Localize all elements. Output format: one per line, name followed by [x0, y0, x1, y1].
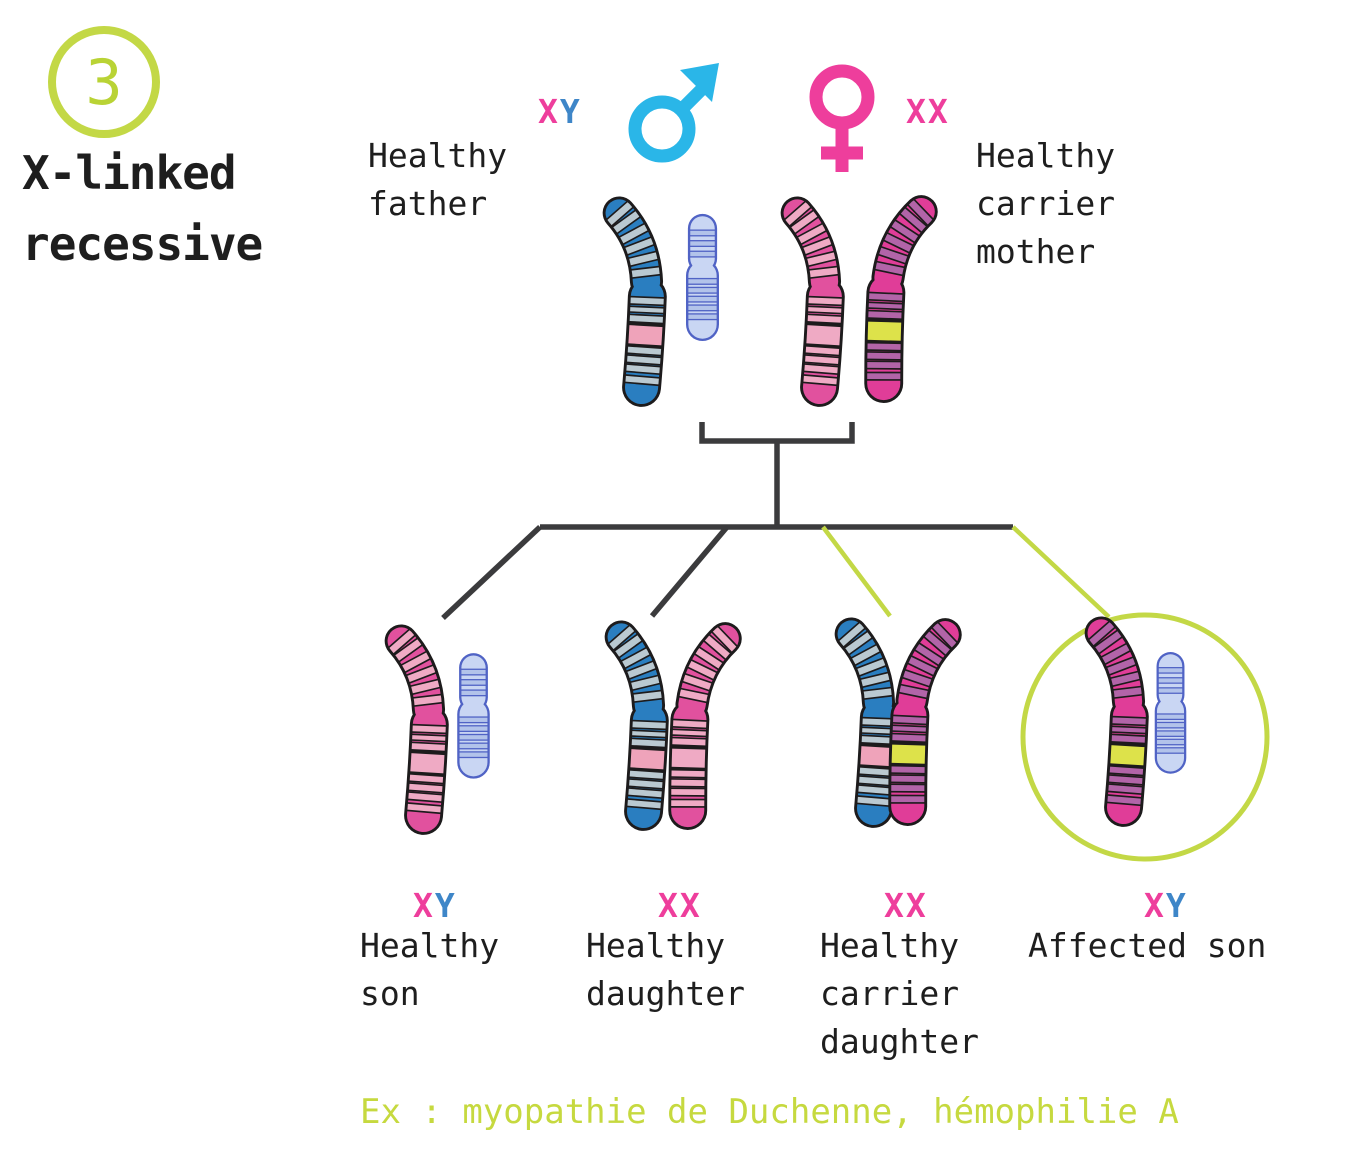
carrier-daughter-x-chromosome-carrier: [849, 603, 972, 833]
affected-son-x-chromosome-mutated: [1077, 609, 1180, 829]
affected-son-y-chromosome: [1147, 648, 1194, 776]
branch-affected-son: [1011, 525, 1111, 619]
mother-genotype: XX: [906, 92, 950, 131]
healthy-daughter-genotype: XX: [658, 886, 702, 925]
parents-bracket: [699, 422, 855, 444]
father-x-chromosome: [595, 189, 698, 409]
female-symbol-icon: [809, 64, 875, 172]
healthy-son-y-chromosome: [449, 649, 498, 781]
healthy-son-label: Healthy son: [360, 926, 500, 1013]
branch-healthy-son: [441, 524, 542, 621]
male-symbol-icon: [628, 63, 719, 163]
healthy-daughter-label: Healthy daughter: [586, 926, 745, 1013]
mother-label: Healthy carrier mother: [976, 136, 1116, 271]
affected-son-label: Affected son: [1028, 926, 1267, 965]
section-number: 3: [85, 45, 123, 119]
branch-carrier-daughter: [821, 525, 892, 618]
father-genotype: XY: [538, 92, 582, 131]
page-title: X-linked recessive: [22, 146, 263, 272]
section-number-badge: 3: [48, 26, 160, 138]
carrier-daughter-label: Healthy carrier daughter: [820, 926, 979, 1061]
healthy-daughter-x-chromosome-maternal: [629, 607, 752, 837]
father-y-chromosome: [678, 209, 727, 344]
healthy-son-genotype: XY: [413, 886, 457, 925]
branch-healthy-daughter: [649, 525, 730, 618]
father-label: Healthy father: [368, 136, 508, 223]
carrier-daughter-genotype: XX: [884, 886, 928, 925]
example-diseases-text: Ex : myopathie de Duchenne, hémophilie A: [360, 1092, 1179, 1132]
mother-x-chromosome-carrier: [825, 180, 948, 410]
affected-son-genotype: XY: [1144, 886, 1188, 925]
